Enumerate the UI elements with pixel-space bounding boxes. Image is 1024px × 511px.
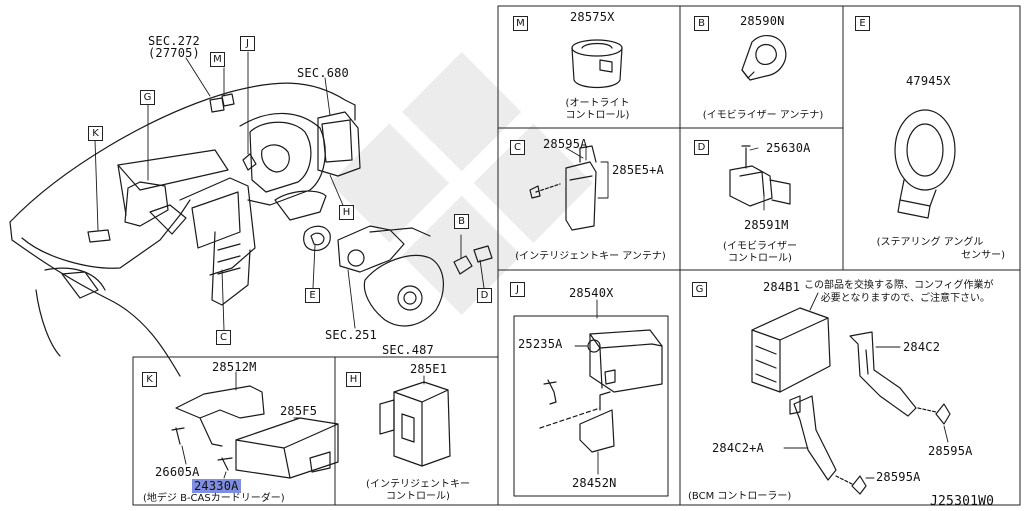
part-28595a-c[interactable]: 28595A: [543, 137, 588, 151]
part-28575x[interactable]: 28575X: [570, 10, 615, 24]
diagram-code: J25301W0: [930, 494, 995, 509]
panel-g-letter: G: [692, 282, 707, 297]
panel-e-caption-1: (ステアリング アングル: [876, 237, 984, 248]
panel-c-caption-1: (インテリジェントキー アンテナ): [515, 251, 666, 262]
part-284b1[interactable]: 284B1: [763, 280, 801, 294]
part-25235a[interactable]: 25235A: [518, 337, 563, 351]
part-28595a-g-1[interactable]: 28595A: [928, 444, 973, 458]
ref-box-k[interactable]: K: [88, 126, 103, 141]
panel-m-letter: M: [513, 16, 528, 31]
panel-J-art: [513, 299, 669, 497]
panel-h-letter: H: [346, 372, 361, 387]
panel-b-caption-1: (イモビライザー アンテナ): [702, 110, 824, 121]
panel-b-letter: B: [694, 16, 709, 31]
part-24330a-highlight[interactable]: 24330A: [192, 479, 241, 493]
part-25630a[interactable]: 25630A: [766, 141, 811, 155]
label-sec-251[interactable]: SEC.251: [325, 328, 377, 342]
panel-K-art: [171, 371, 339, 479]
panel-k-caption-1: (地デジ B-CASカードリーダー): [143, 493, 285, 504]
part-284c2-a[interactable]: 284C2+A: [712, 441, 764, 455]
part-28590N-art: [741, 35, 787, 81]
panel-d-caption-1: (イモビライザー: [723, 241, 797, 252]
ref-box-m[interactable]: M: [210, 52, 225, 67]
panel-k-letter: K: [142, 372, 157, 387]
ref-box-h[interactable]: H: [339, 205, 354, 220]
panel-g-caption-1: (BCM コントローラー): [688, 491, 792, 502]
part-28591M-art: [729, 145, 791, 211]
ref-box-e[interactable]: E: [305, 288, 320, 303]
panel-m-caption-1: (オートライト: [565, 98, 630, 109]
ref-box-j[interactable]: J: [240, 36, 255, 51]
ref-box-d[interactable]: D: [477, 288, 492, 303]
panel-j-letter: J: [510, 282, 525, 297]
label-sec-272[interactable]: SEC.272: [148, 34, 200, 48]
panel-g-note-2: 必要となりますので、ご注意下さい。: [820, 293, 990, 304]
steering-column-parts: [303, 225, 493, 327]
part-28591m[interactable]: 28591M: [744, 218, 789, 232]
ref-box-b[interactable]: B: [454, 214, 469, 229]
panel-c-letter: C: [510, 140, 525, 155]
panel-G-art: [751, 292, 951, 495]
part-285E5A-art: [529, 145, 609, 231]
part-285E1-art: [379, 375, 451, 467]
panel-h-caption-2: コントロール): [386, 491, 450, 502]
part-28590n[interactable]: 28590N: [740, 14, 785, 28]
dashboard-illustration: [9, 82, 361, 377]
part-28575X-art: [571, 39, 623, 89]
ref-box-c[interactable]: C: [216, 330, 231, 345]
part-28452n[interactable]: 28452N: [572, 476, 617, 490]
part-47945X-art: [894, 109, 956, 219]
part-285e1[interactable]: 285E1: [410, 362, 448, 376]
part-284c2[interactable]: 284C2: [903, 340, 941, 354]
panel-e-caption-2: センサー): [961, 250, 1005, 261]
watermark-emblem: ❖: [300, 0, 623, 399]
part-26605a[interactable]: 26605A: [155, 465, 200, 479]
part-285e5-a[interactable]: 285E5+A: [612, 163, 664, 177]
ref-box-g[interactable]: G: [140, 90, 155, 105]
panel-d-caption-2: コントロール): [728, 253, 792, 264]
part-28540x[interactable]: 28540X: [569, 286, 614, 300]
label-sec-487[interactable]: SEC.487: [382, 343, 434, 357]
part-28512m[interactable]: 28512M: [212, 360, 257, 374]
panel-e-letter: E: [855, 16, 870, 31]
panel-frames: [132, 5, 1021, 506]
panel-g-note-1: この部品を交換する際、コンフィグ作業が: [804, 280, 994, 291]
label-sec-680[interactable]: SEC.680: [297, 66, 349, 80]
overview-leaders: [94, 51, 485, 331]
part-47945x[interactable]: 47945X: [906, 74, 951, 88]
panel-h-caption-1: (インテリジェントキー: [366, 479, 470, 490]
part-285f5[interactable]: 285F5: [280, 404, 318, 418]
panel-d-letter: D: [694, 140, 709, 155]
part-28595a-g-2[interactable]: 28595A: [876, 470, 921, 484]
label-sec-272-part[interactable]: (27705): [148, 46, 200, 60]
part-24330a[interactable]: 24330A: [192, 479, 241, 493]
panel-m-caption-2: コントロール): [565, 110, 630, 121]
